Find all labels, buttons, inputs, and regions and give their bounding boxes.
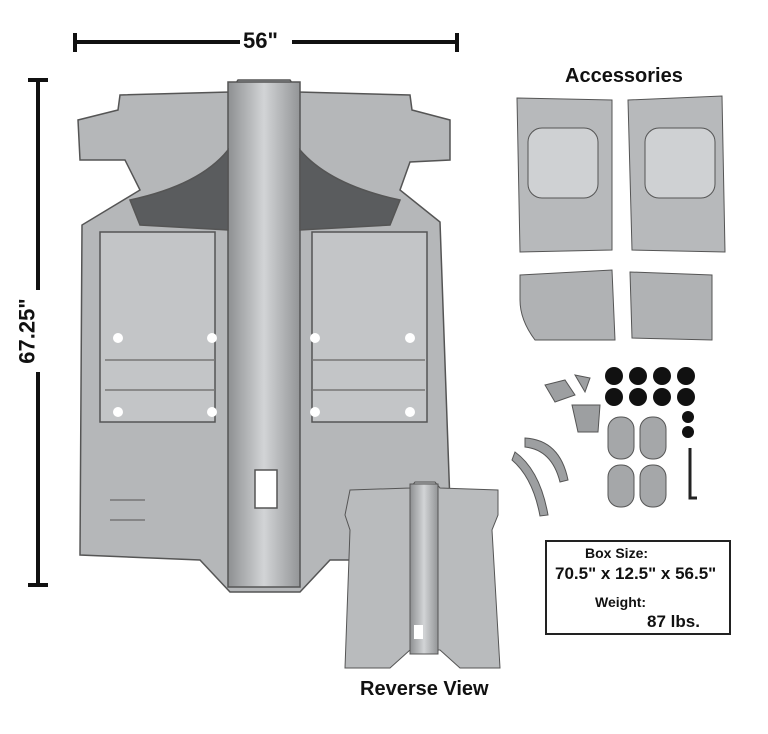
reverse-view-label: Reverse View — [360, 678, 489, 700]
height-label: 67.25" — [14, 298, 40, 364]
accessory-brace-right — [629, 271, 713, 341]
accessory-rear-panel-right — [627, 95, 726, 253]
accessory-rear-panel-left — [516, 97, 613, 253]
accessory-grommets — [607, 416, 667, 508]
box-size-value: 70.5" x 12.5" x 56.5" — [555, 564, 717, 583]
box-size-label: Box Size: — [585, 545, 649, 561]
accessory-brace-left — [519, 269, 616, 341]
accessories-title: Accessories — [565, 65, 683, 87]
width-label: 56" — [243, 28, 278, 53]
weight-label: Weight: — [595, 594, 647, 610]
box-info-panel: Box Size: 70.5" x 12.5" x 56.5" Weight: … — [545, 540, 731, 635]
accessory-brackets — [511, 374, 697, 517]
main-floor-pan — [77, 79, 453, 593]
reverse-view-floor-pan — [344, 481, 501, 669]
weight-value: 87 lbs. — [647, 612, 700, 631]
width-dimension-line — [73, 33, 459, 52]
accessory-plugs — [605, 367, 695, 438]
height-dimension-line — [28, 78, 48, 587]
